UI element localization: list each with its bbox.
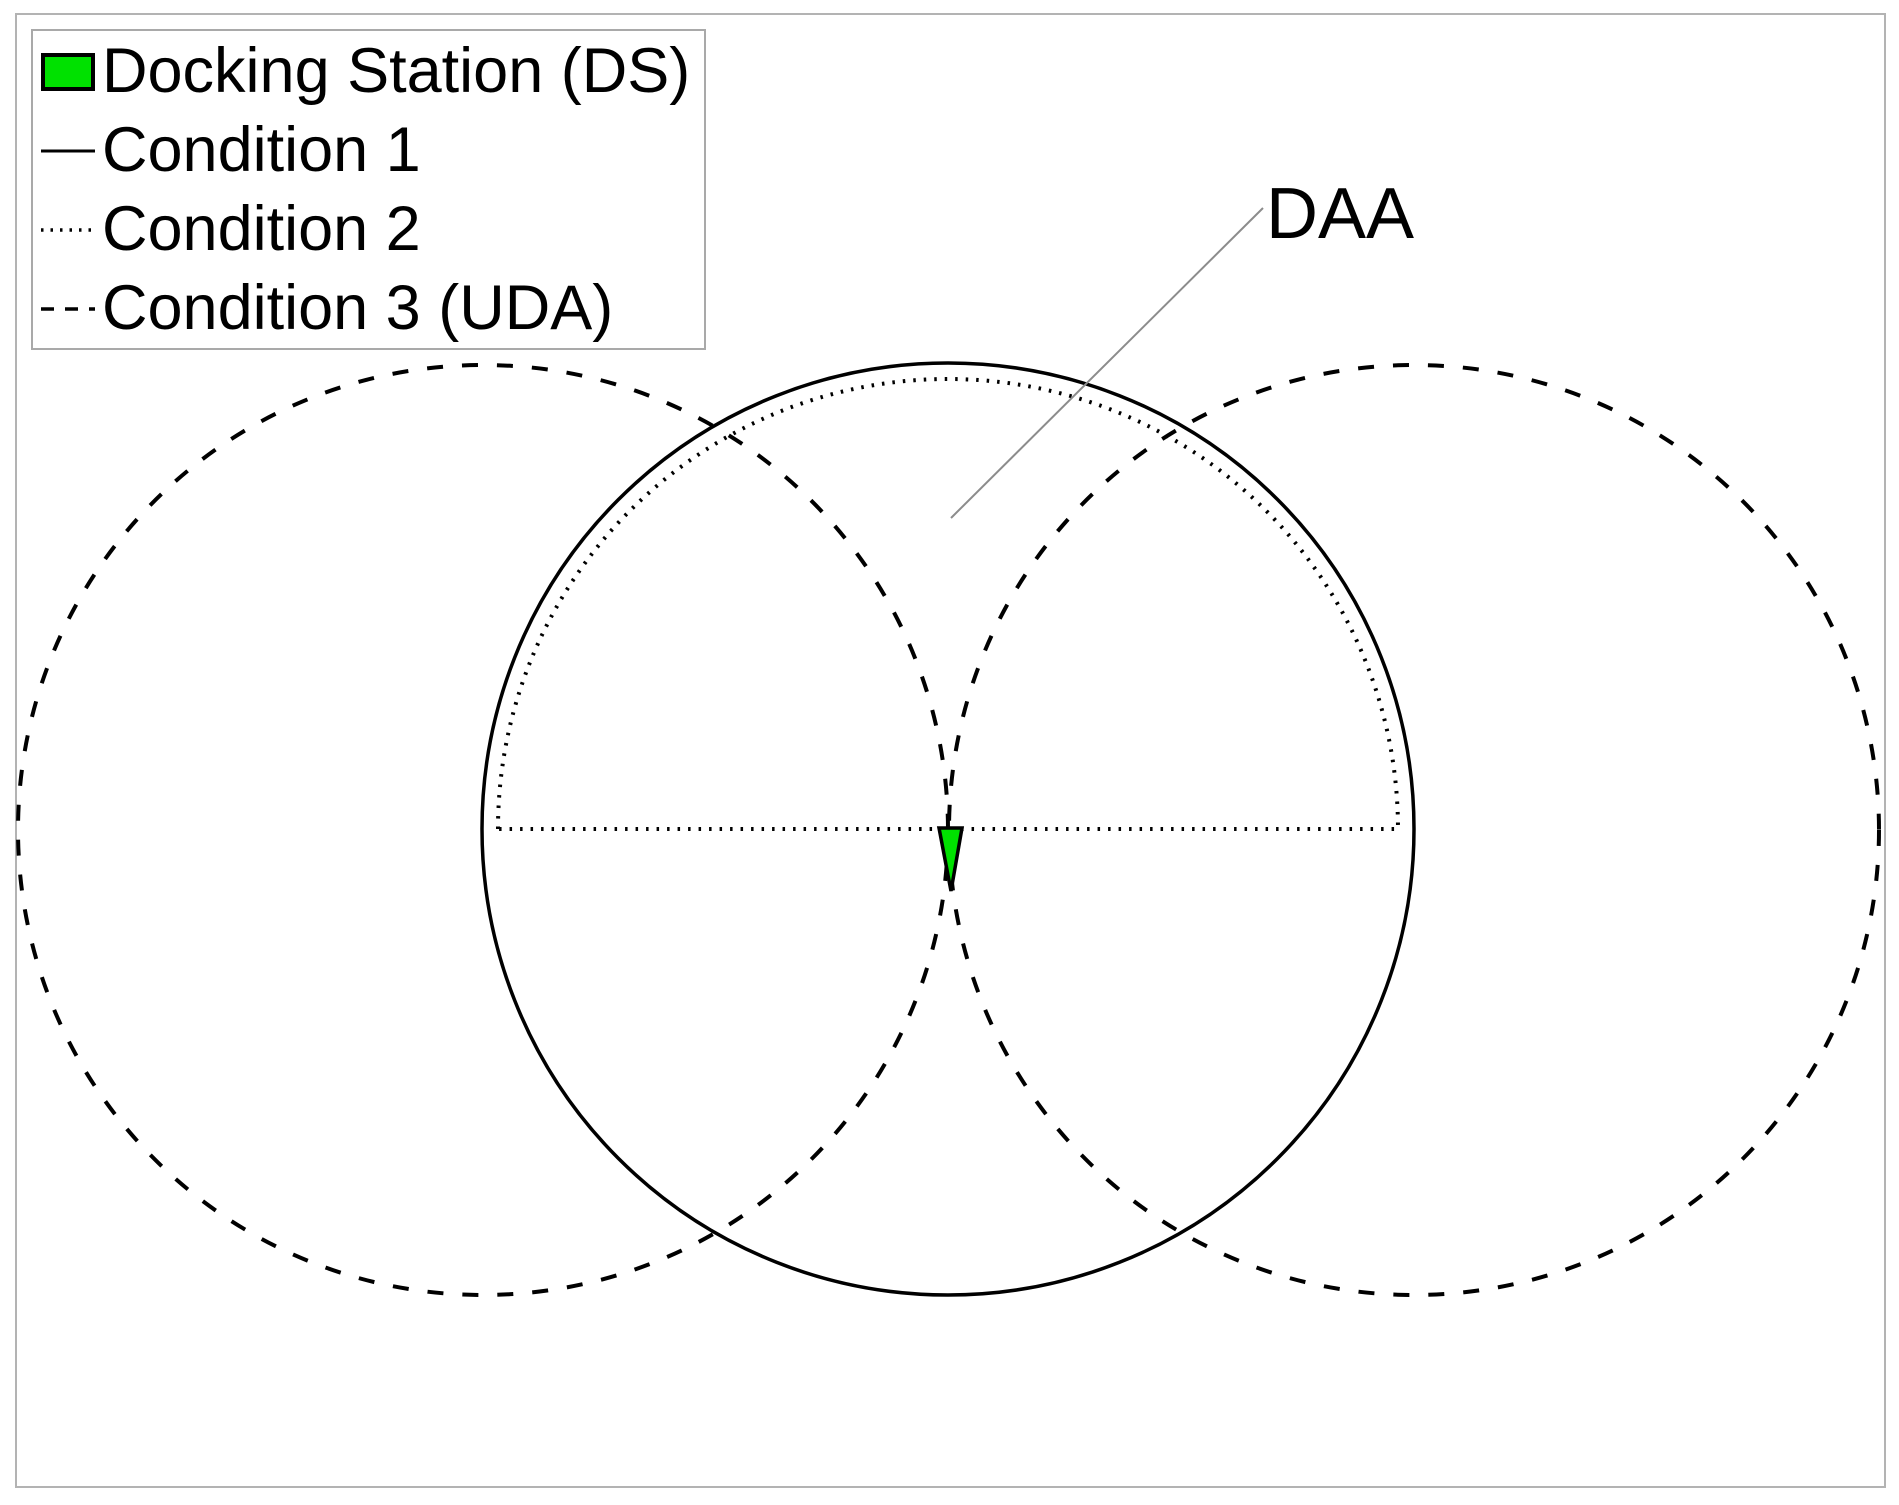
legend: Docking Station (DS) Condition 1 Conditi… xyxy=(31,29,706,350)
legend-item-condition-2: Condition 2 xyxy=(39,190,704,269)
solid-line-swatch-icon xyxy=(41,149,95,152)
legend-item-label: Docking Station (DS) xyxy=(102,36,691,106)
daa-leader-line xyxy=(950,207,1264,519)
legend-item-condition-3: Condition 3 (UDA) xyxy=(39,269,704,348)
dashed-line-swatch-icon xyxy=(41,306,95,311)
legend-item-label: Condition 1 xyxy=(102,115,421,185)
dotted-line-swatch-icon xyxy=(41,227,95,232)
legend-item-docking-station: Docking Station (DS) xyxy=(39,32,704,111)
condition1-circle xyxy=(480,361,1416,1297)
condition3-right-circle xyxy=(947,363,1881,1297)
daa-label: DAA xyxy=(1266,174,1414,254)
legend-item-label: Condition 3 (UDA) xyxy=(102,273,614,343)
docking-station-swatch-icon xyxy=(41,52,95,91)
docking-station-marker xyxy=(936,826,965,892)
legend-item-label: Condition 2 xyxy=(102,194,421,264)
legend-item-condition-1: Condition 1 xyxy=(39,111,704,190)
figure-border xyxy=(15,13,1886,1488)
condition2-boundary xyxy=(495,377,1401,831)
